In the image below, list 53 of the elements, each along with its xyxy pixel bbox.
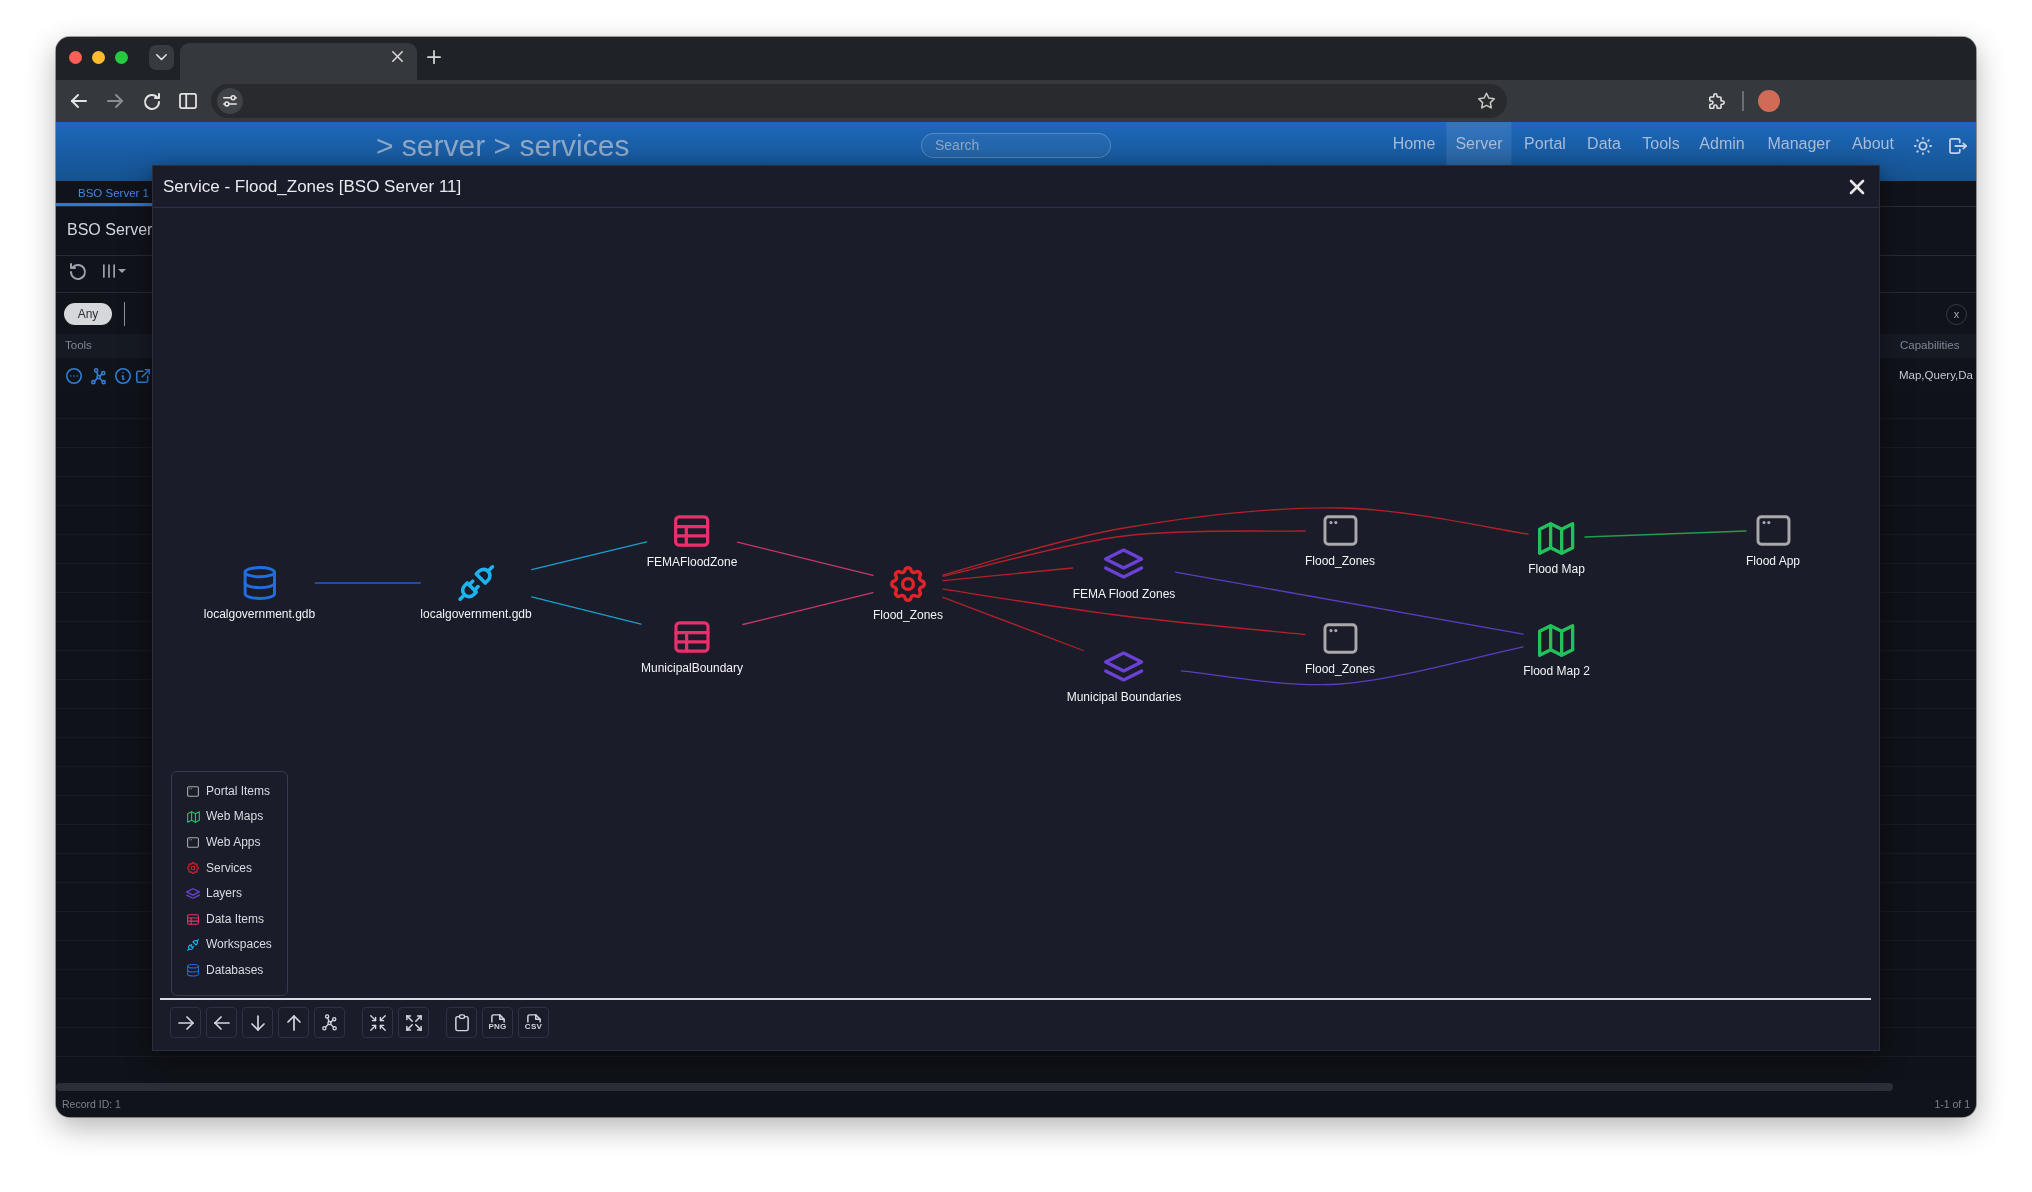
node-label: localgovernment.gdb — [203, 607, 316, 621]
page-heading: BSO Server — [67, 220, 153, 240]
node-label: FEMAFloodZone — [646, 555, 738, 569]
node-label: Flood App — [1746, 554, 1800, 568]
legend-label: Databases — [206, 963, 264, 978]
search-field: Search — [921, 133, 1111, 158]
nav-link: Admin — [1698, 134, 1746, 154]
legend-label: Services — [206, 860, 252, 875]
connector-line — [942, 567, 1074, 582]
csv-export-button: CSV — [518, 1007, 549, 1038]
legend-label: Portal Items — [206, 783, 271, 799]
connector-line — [314, 582, 421, 584]
png-export-button: PNG — [482, 1007, 513, 1038]
node-label: localgovernment.gdb — [420, 607, 532, 621]
node-label: Flood_Zones — [1305, 554, 1375, 568]
connector-line — [1584, 530, 1747, 538]
connector-line — [942, 507, 1529, 576]
connector-line — [736, 541, 874, 577]
table-value: Map,Query,Da — [1899, 369, 1973, 383]
filter-chip: Any — [64, 303, 112, 325]
dialog-title: Service - Flood_Zones [BSO Server 11] — [163, 176, 462, 198]
connector-line — [742, 591, 874, 626]
connector-line — [1174, 571, 1524, 635]
column-header: Capabilities — [1900, 339, 1960, 353]
connector-line — [942, 530, 1306, 577]
node-label: Flood_Zones — [1305, 662, 1375, 676]
legend-label: Workspaces — [206, 937, 272, 952]
node-label: Flood_Zones — [873, 608, 943, 622]
connector-line — [942, 588, 1306, 636]
connector-line — [531, 541, 648, 571]
nav-link: Server — [1446, 122, 1512, 166]
node-label: Flood Map 2 — [1523, 664, 1590, 678]
node-label: FEMA Flood Zones — [1072, 587, 1176, 601]
node-label: Flood Map — [1528, 562, 1585, 576]
nav-link: Home — [1391, 134, 1437, 154]
nav-link: Manager — [1766, 134, 1832, 154]
node-label: Municipal Boundaries — [1066, 690, 1182, 704]
nav-link: Tools — [1641, 134, 1681, 154]
legend-label: Layers — [206, 886, 243, 901]
nav-link: About — [1851, 134, 1895, 154]
legend-label: Web Maps — [206, 809, 264, 824]
breadcrumb-text: > server > services — [376, 128, 630, 164]
connector-line — [1180, 646, 1524, 686]
legend-label: Web Apps — [206, 835, 261, 850]
connector-line — [942, 596, 1084, 652]
pagination-text: 1-1 of 1 — [1934, 1097, 1970, 1111]
node-label: MunicipalBoundary — [640, 661, 744, 675]
status-text: Record ID: 1 — [62, 1097, 121, 1111]
column-header: Tools — [65, 339, 92, 353]
nav-link: Portal — [1523, 134, 1567, 154]
legend-label: Data Items — [206, 911, 265, 927]
nav-link: Data — [1586, 134, 1622, 154]
connector-line — [531, 596, 642, 625]
